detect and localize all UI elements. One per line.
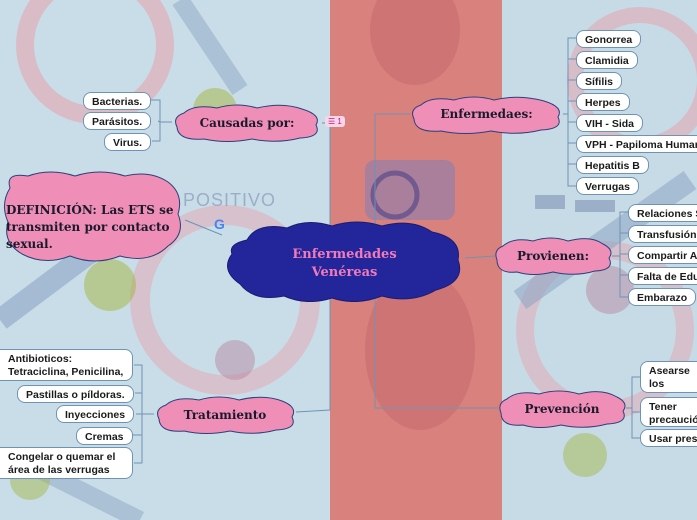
causadas-item-virus[interactable]: Virus. <box>104 133 151 151</box>
tratamiento-item-congelar-text: Congelar o quemar el área de las verruga… <box>8 451 116 478</box>
tratamiento-item-inyecciones[interactable]: Inyecciones <box>56 405 135 423</box>
enfermedad-item-sifilis[interactable]: Sífilis <box>576 72 623 90</box>
provienen-item-relaciones[interactable]: Relaciones Sexuales <box>628 204 697 222</box>
topic-causadas-shape <box>175 104 318 142</box>
enfermedad-item-hepatitis-b[interactable]: Hepatitis B <box>576 156 649 174</box>
provienen-item-embarazo[interactable]: Embarazo <box>628 288 697 306</box>
topic-prevencion-shape <box>499 390 626 428</box>
prevencion-item-preservativo[interactable]: Usar preservativo <box>640 429 697 447</box>
enfermedad-item-vph[interactable]: VPH - Papiloma Humano <box>576 135 697 153</box>
line-prev-top <box>626 376 640 409</box>
line-enf-top <box>563 37 576 115</box>
causadas-item-bacterias[interactable]: Bacterias. <box>83 92 152 110</box>
line-trat-top <box>134 364 154 415</box>
central-title-line-1: Enfermedades <box>292 246 397 262</box>
enfermedad-item-herpes[interactable]: Herpes <box>576 93 630 111</box>
topic-enfermedades-shape <box>412 96 560 134</box>
provienen-item-agujas[interactable]: Compartir Agujas <box>628 246 697 264</box>
topic-enfermedades-label: Enfermedaes: <box>440 107 533 121</box>
enfermedad-item-clamidia[interactable]: Clamidia <box>576 51 638 69</box>
line-central-to-tratamiento <box>295 265 331 413</box>
topic-prevencion[interactable]: Prevención <box>497 389 627 429</box>
list-icon: ☰ <box>328 117 336 126</box>
tratamiento-item-congelar[interactable]: Congelar o quemar el área de las verruga… <box>0 447 133 479</box>
definition-node[interactable]: DEFINICIÓN: Las ETS se transmiten por co… <box>0 168 185 268</box>
prevencion-item-asearse[interactable]: Asearse los genitales <box>640 361 697 393</box>
topic-tratamiento-label: Tratamiento <box>183 408 267 422</box>
definition-text: DEFINICIÓN: Las ETS se transmiten por co… <box>6 202 174 251</box>
line-central-to-prevencion <box>374 265 498 409</box>
topic-provienen-shape <box>495 237 612 275</box>
provienen-item-transfusion[interactable]: Transfusión <box>628 225 697 243</box>
topic-causadas[interactable]: Causadas por: <box>172 103 322 143</box>
provienen-item-educacion[interactable]: Falta de Educación <box>628 267 697 285</box>
line-central-to-provienen <box>464 255 496 259</box>
central-title-line-2: Venéreas <box>311 264 378 280</box>
line-prov-top <box>612 211 628 257</box>
central-node[interactable]: Enfermedades Venéreas <box>222 220 467 302</box>
causadas-item-parasitos[interactable]: Parásitos. <box>83 112 152 130</box>
line-causadas-virus <box>152 122 161 142</box>
causadas-notes-badge[interactable]: ☰ 1 <box>325 116 345 127</box>
topic-provienen[interactable]: Provienen: <box>493 236 613 276</box>
tratamiento-item-antibioticos[interactable]: Antibioticos: Tetraciclina, Penicilina, … <box>0 349 133 381</box>
tratamiento-item-cremas[interactable]: Cremas <box>76 427 133 445</box>
prevencion-item-banos[interactable]: Tener precaución en baños publicos <box>640 397 697 427</box>
line-causadas-bacterias <box>150 99 172 123</box>
enfermedad-item-gonorrea[interactable]: Gonorrea <box>576 30 642 48</box>
background-positivo-text: POSITIVO <box>183 190 277 210</box>
topic-enfermedades[interactable]: Enfermedaes: <box>409 95 564 135</box>
enfermedad-item-vih-sida[interactable]: VIH - Sida <box>576 114 644 132</box>
topic-tratamiento-shape <box>157 396 295 434</box>
line-causadas-parasitos <box>157 120 161 123</box>
google-g-icon: G <box>214 216 225 232</box>
topic-tratamiento[interactable]: Tratamiento <box>154 395 296 435</box>
line-definition-to-central <box>184 219 223 236</box>
topic-provienen-label: Provienen: <box>516 249 590 263</box>
topic-prevencion-label: Prevención <box>524 402 600 416</box>
definition-cloud-shape <box>4 171 181 262</box>
tratamiento-item-antibioticos-text: Antibioticos: Tetraciclina, Penicilina, … <box>8 353 124 380</box>
line-prov-bottom <box>619 256 628 298</box>
causadas-badge-count: 1 <box>337 117 342 126</box>
central-cloud-shape <box>227 221 461 302</box>
topic-causadas-label: Causadas por: <box>199 116 295 130</box>
tratamiento-item-pastillas[interactable]: Pastillas o píldoras. <box>17 385 134 403</box>
enfermedad-item-verrugas[interactable]: Verrugas <box>576 177 639 195</box>
line-prev-bottom <box>631 408 640 439</box>
line-trat-bottom <box>134 414 143 464</box>
line-enf-bottom <box>567 114 576 187</box>
